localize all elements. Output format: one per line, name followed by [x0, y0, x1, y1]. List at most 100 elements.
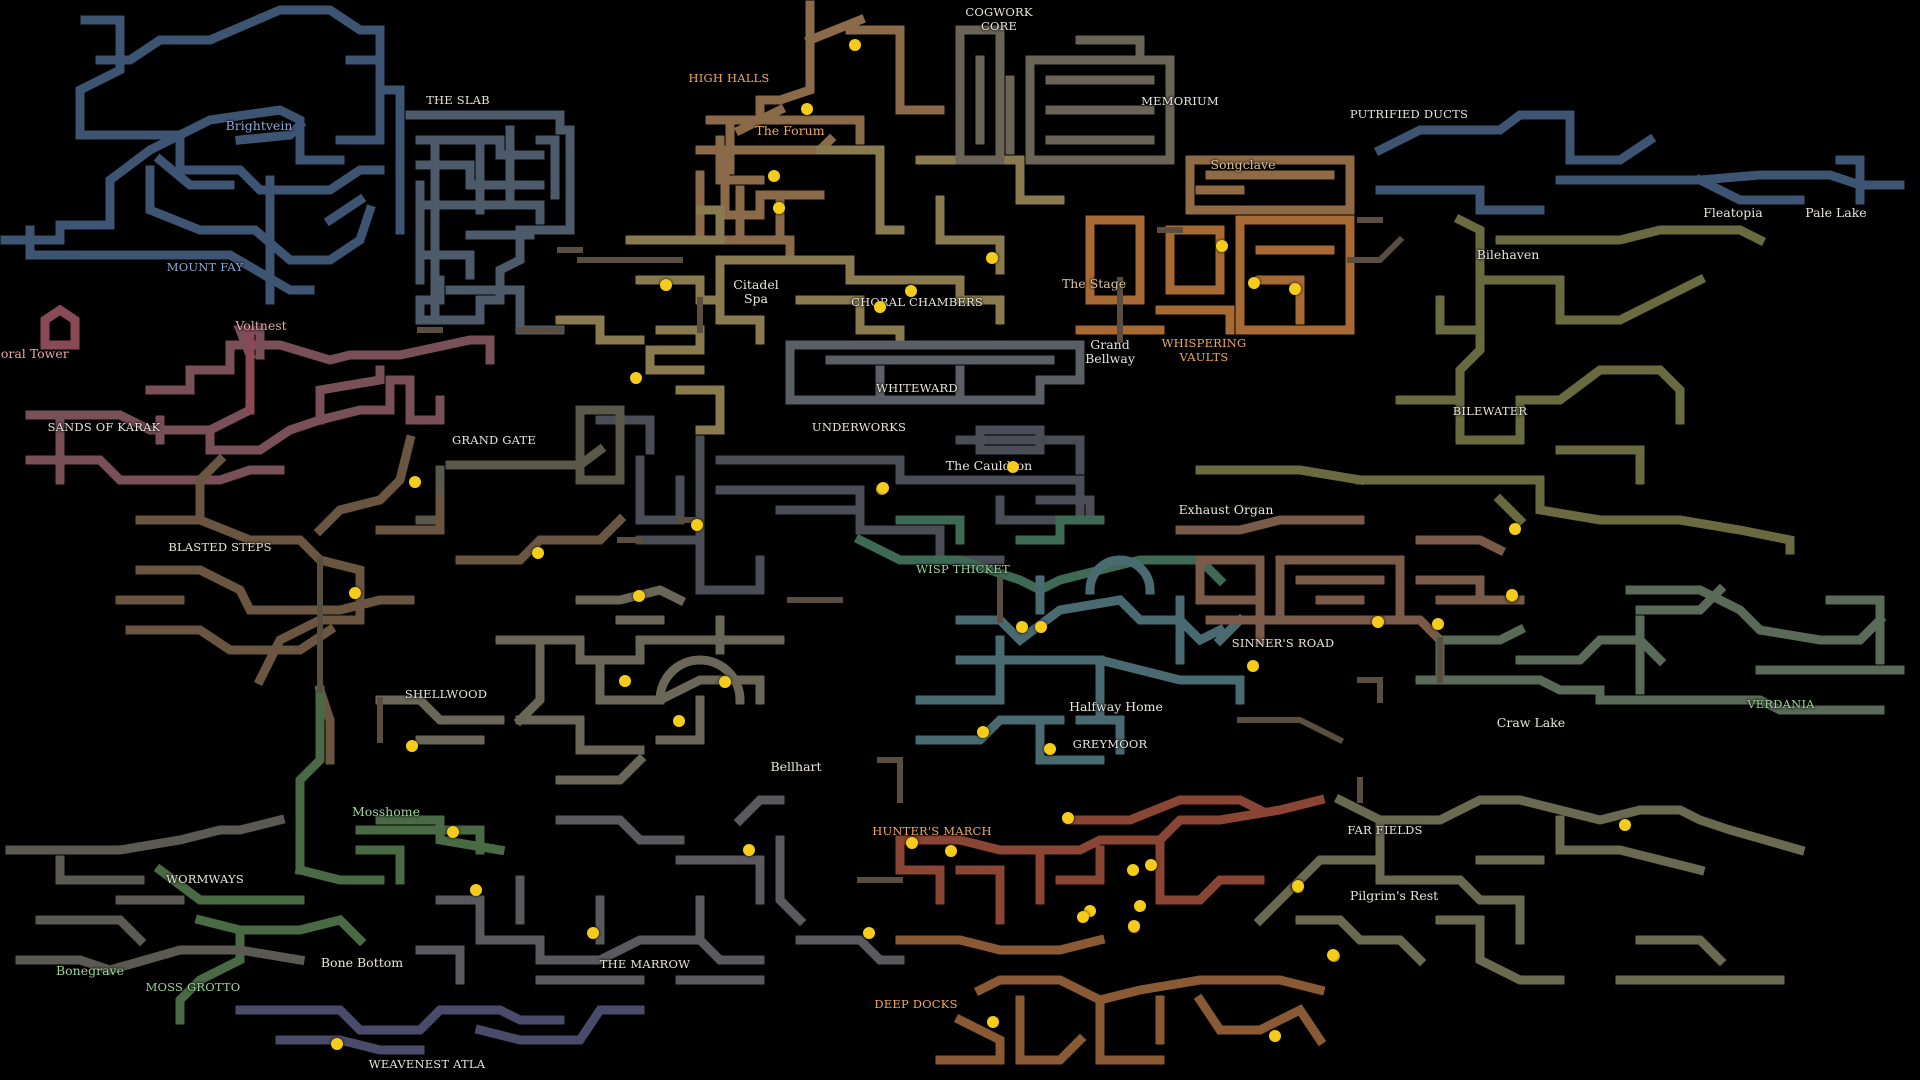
- map-pin-marker[interactable]: [801, 103, 813, 115]
- region-putrified-ducts: [1373, 110, 1905, 215]
- map-pin-marker[interactable]: [986, 252, 998, 264]
- map-pin-marker[interactable]: [1619, 819, 1631, 831]
- map-pin-marker[interactable]: [660, 279, 672, 291]
- map-pin-marker[interactable]: [743, 844, 755, 856]
- map-pin-marker[interactable]: [691, 519, 703, 531]
- label-putrified-ducts: PUTRIFIED DUCTS: [1349, 107, 1469, 121]
- label-shellwood: SHELLWOOD: [404, 687, 488, 701]
- map-pin-marker[interactable]: [406, 740, 418, 752]
- label-far-fields: FAR FIELDS: [1347, 823, 1423, 837]
- label-mount-fay: MOUNT FAY: [166, 260, 244, 274]
- map-pin-marker[interactable]: [1044, 743, 1056, 755]
- map-pin-marker[interactable]: [349, 587, 361, 599]
- region-deep-docks: [895, 934, 1327, 1065]
- label-weavenest-atla: WEAVENEST ATLA: [368, 1057, 486, 1071]
- map-pin-marker[interactable]: [945, 845, 957, 857]
- map-pin-marker[interactable]: [1247, 660, 1259, 672]
- label-bilehaven: Bilehaven: [1476, 247, 1540, 262]
- map-pin-marker[interactable]: [977, 726, 989, 738]
- label-bilewater: BILEWATER: [1452, 404, 1528, 418]
- label-pale-lake: Pale Lake: [1805, 205, 1867, 220]
- label-songclave: Songclave: [1210, 157, 1276, 172]
- map-pin-marker[interactable]: [1077, 911, 1089, 923]
- map-pin-marker[interactable]: [331, 1038, 343, 1050]
- region-blasted-steps: [115, 434, 627, 765]
- label-choral-chambers: CHORAL CHAMBERS: [851, 295, 983, 309]
- map-pin-marker[interactable]: [987, 1016, 999, 1028]
- map-pin-marker[interactable]: [587, 927, 599, 939]
- region-greymoor: [915, 555, 1247, 765]
- map-pin-marker[interactable]: [1289, 283, 1301, 295]
- region-the-slab: [405, 110, 575, 335]
- map-pin-marker[interactable]: [673, 715, 685, 727]
- map-pin-marker[interactable]: [619, 675, 631, 687]
- region-the-marrow: [415, 795, 905, 985]
- region-memorium: [955, 25, 1175, 165]
- map-pin-marker[interactable]: [1509, 523, 1521, 535]
- map-pin-marker[interactable]: [1007, 461, 1019, 473]
- region-weavenest-atla: [235, 1005, 645, 1055]
- map-pin-marker[interactable]: [1128, 920, 1140, 932]
- label-deep-docks: DEEP DOCKS: [874, 997, 958, 1011]
- label-hunters-march: HUNTER'S MARCH: [872, 824, 992, 838]
- label-craw-lake: Craw Lake: [1496, 715, 1566, 730]
- map-pin-marker[interactable]: [874, 301, 886, 313]
- label-sands-of-karak: SANDS OF KARAK: [47, 420, 161, 434]
- map-pin-marker[interactable]: [1432, 618, 1444, 630]
- map-pin-marker[interactable]: [630, 372, 642, 384]
- map-pin-marker[interactable]: [905, 285, 917, 297]
- map-pin-marker[interactable]: [1372, 616, 1384, 628]
- label-grand-gate: GRAND GATE: [451, 433, 537, 447]
- label-bonegrave: Bonegrave: [55, 963, 125, 978]
- map-pin-marker[interactable]: [409, 476, 421, 488]
- label-pilgrims-rest: Pilgrim's Rest: [1349, 888, 1439, 903]
- map-pin-marker[interactable]: [1506, 589, 1518, 601]
- label-memorium: MEMORIUM: [1141, 94, 1219, 108]
- map-pin-marker[interactable]: [1269, 1030, 1281, 1042]
- map-pin-marker[interactable]: [877, 482, 889, 494]
- map-pin-marker[interactable]: [1216, 240, 1228, 252]
- region-coral-tower: [40, 304, 255, 415]
- label-brightvein: Brightvein: [225, 118, 293, 133]
- map-pin-marker[interactable]: [1016, 621, 1028, 633]
- label-the-slab: THE SLAB: [426, 93, 490, 107]
- map-pin-marker[interactable]: [633, 590, 645, 602]
- map-connectors: [317, 217, 1443, 883]
- map-pin-marker[interactable]: [1145, 859, 1157, 871]
- label-high-halls: HIGH HALLS: [688, 71, 770, 85]
- region-hunters-march: [895, 794, 1326, 925]
- label-halfway-home: Halfway Home: [1069, 699, 1163, 714]
- map-pin-marker[interactable]: [768, 170, 780, 182]
- map-pin-marker[interactable]: [1035, 621, 1047, 633]
- label-wormways: WORMWAYS: [166, 872, 244, 886]
- label-blasted-steps: BLASTED STEPS: [168, 540, 272, 554]
- map-pin-marker[interactable]: [863, 927, 875, 939]
- label-exhaust-organ: Exhaust Organ: [1178, 502, 1274, 517]
- map-pin-marker[interactable]: [849, 39, 861, 51]
- map-pin-marker[interactable]: [1248, 277, 1260, 289]
- map-pin-marker[interactable]: [447, 826, 459, 838]
- label-mosshome: Mosshome: [352, 804, 420, 819]
- map-pin-marker[interactable]: [1292, 880, 1304, 892]
- map-pin-marker[interactable]: [719, 676, 731, 688]
- region-whiteward: [785, 340, 1085, 405]
- map-pin-marker[interactable]: [1127, 864, 1139, 876]
- map-pin-marker[interactable]: [906, 837, 918, 849]
- map-pin-marker[interactable]: [1062, 812, 1074, 824]
- label-whiteward: WHITEWARD: [876, 381, 958, 395]
- region-wormways: [5, 814, 306, 975]
- label-bellhart: Bellhart: [770, 759, 822, 774]
- label-greymoor: GREYMOOR: [1072, 737, 1148, 751]
- map-pin-marker[interactable]: [1327, 949, 1339, 961]
- label-verdania: VERDANIA: [1747, 697, 1815, 711]
- map-pin-marker[interactable]: [1134, 900, 1146, 912]
- label-sinners-road: SINNER'S ROAD: [1231, 636, 1335, 650]
- map-pin-marker[interactable]: [532, 547, 544, 559]
- map-pin-marker[interactable]: [470, 884, 482, 896]
- region-underworks: [595, 415, 1095, 595]
- map-pin-marker[interactable]: [773, 202, 785, 214]
